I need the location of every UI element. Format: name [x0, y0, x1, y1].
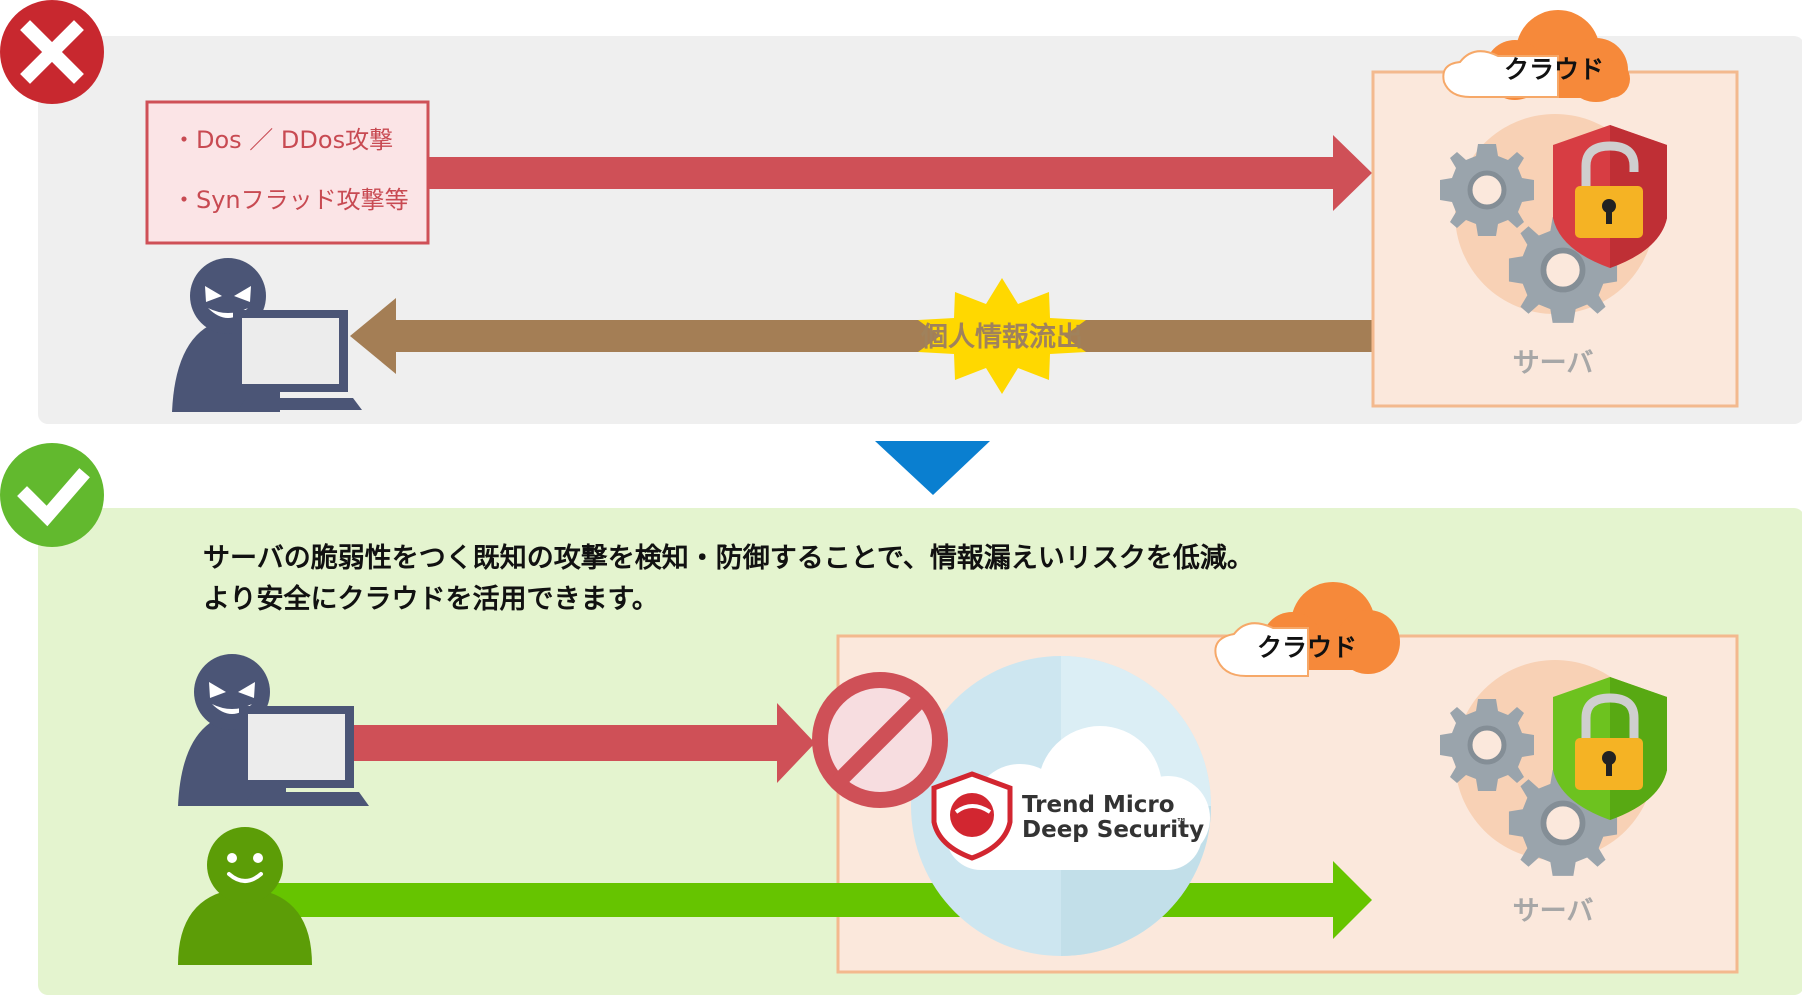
red-lock-shield-icon: [1553, 125, 1667, 268]
check-icon: [0, 443, 104, 547]
leak-label: 個人情報流出: [920, 322, 1083, 353]
product-trademark: ™: [1176, 816, 1187, 829]
bottom-panel: サーバの脆弱性をつく既知の攻撃を検知・防御することで、情報漏えいリスクを低減。 …: [0, 443, 1802, 995]
server-box: クラウド サーバ: [1371, 10, 1739, 408]
product-name-line1: Trend Micro: [1022, 792, 1175, 818]
attack-list-box: ・Dos ／ DDos攻撃 ・Synフラッド攻撃等: [145, 100, 430, 245]
cross-icon: [0, 0, 104, 104]
prohibited-icon: [812, 672, 948, 808]
cloud-icon: クラウド: [1442, 10, 1630, 102]
cloud-label: クラウド: [1257, 633, 1357, 662]
cloud-label: クラウド: [1504, 55, 1604, 84]
hacker-figure: [172, 258, 362, 412]
leak-burst: 個人情報流出: [918, 278, 1086, 394]
headline-line1: サーバの脆弱性をつく既知の攻撃を検知・防御することで、情報漏えいリスクを低減。: [203, 542, 1254, 574]
deep-security-badge: Trend Micro Deep Security ™: [911, 656, 1211, 956]
user-figure: [178, 827, 312, 965]
attack-arrow: [428, 135, 1372, 211]
server-label: サーバ: [1513, 348, 1594, 379]
cloud-icon: クラウド: [1214, 582, 1400, 677]
leak-arrow: [350, 298, 1372, 374]
green-lock-shield-icon: [1553, 677, 1667, 820]
trend-micro-logo-icon: [931, 771, 1013, 861]
hacker-figure: [178, 654, 369, 806]
attack-item-dos: ・Dos ／ DDos攻撃: [172, 126, 393, 154]
gear-icon: [1440, 699, 1534, 791]
transition-arrow: [875, 441, 990, 495]
server-label: サーバ: [1513, 896, 1594, 927]
top-panel: ・Dos ／ DDos攻撃 ・Synフラッド攻撃等 個人情報流出: [0, 0, 1802, 424]
attack-item-syn: ・Synフラッド攻撃等: [172, 186, 409, 214]
blocked-attack-arrow: [353, 703, 815, 783]
headline-line2: より安全にクラウドを活用できます。: [203, 583, 659, 615]
gear-icon: [1440, 144, 1534, 236]
product-name-line2: Deep Security: [1022, 817, 1204, 843]
safe-arrow: [255, 861, 1372, 939]
